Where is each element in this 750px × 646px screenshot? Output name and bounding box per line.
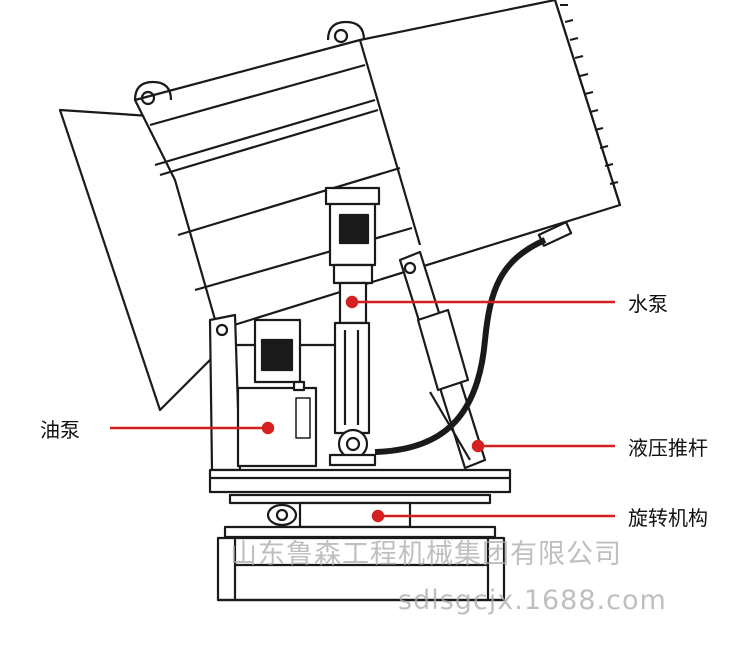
hydraulic-hose [374, 237, 547, 455]
base-platform [208, 468, 512, 494]
pointer-hydraulic-pusher [471, 439, 615, 453]
support-bracket [208, 313, 335, 472]
label-hydraulic-pusher: 液压推杆 [628, 436, 708, 460]
watermark-company: 山东鲁森工程机械集团有限公司 [230, 539, 622, 570]
watermark-site: sdlsgcjx.1688.com [398, 585, 667, 616]
pointer-oil-pump [110, 421, 275, 435]
label-rotation-mechanism: 旋转机构 [628, 506, 708, 530]
water-pump-drawing [324, 186, 381, 467]
bottom-stand [216, 536, 506, 602]
pointer-rotation-mechanism [371, 509, 615, 523]
label-water-pump: 水泵 [628, 292, 668, 316]
oil-pump-drawing [236, 318, 318, 468]
cannon-barrel [58, 0, 622, 412]
label-oil-pump: 油泵 [40, 418, 80, 442]
pointer-water-pump [345, 295, 615, 309]
